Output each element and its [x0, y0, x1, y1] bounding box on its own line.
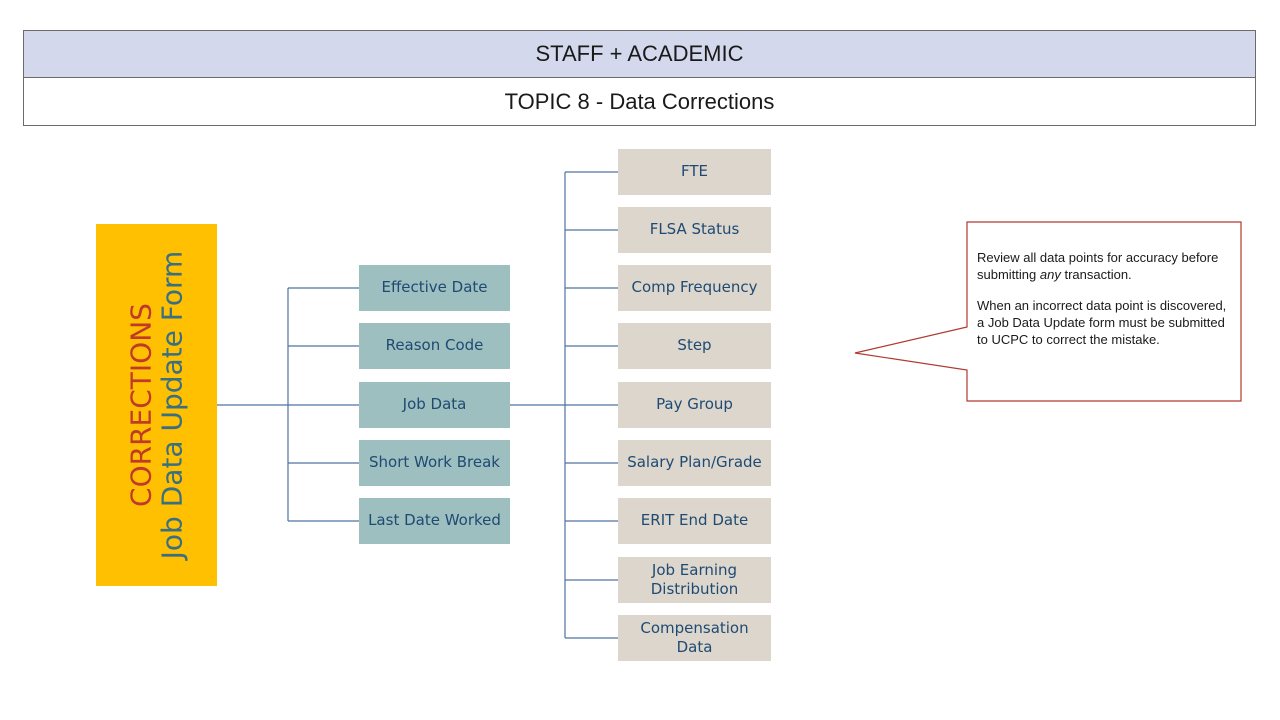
level2-node: Compensation Data: [618, 615, 771, 661]
root-subtitle: Job Data Update Form: [155, 250, 189, 560]
callout-paragraph-1: Review all data points for accuracy befo…: [977, 250, 1219, 282]
header-title: STAFF + ACADEMIC: [23, 30, 1256, 78]
level1-node: Short Work Break: [359, 440, 510, 486]
level2-node: FLSA Status: [618, 207, 771, 253]
header-subtitle: TOPIC 8 - Data Corrections: [23, 77, 1256, 126]
level2-node: FTE: [618, 149, 771, 195]
level2-node: Pay Group: [618, 382, 771, 428]
callout-paragraph-2: When an incorrect data point is discover…: [977, 297, 1227, 347]
root-title: CORRECTIONS: [124, 303, 158, 507]
level2-node: Job Earning Distribution: [618, 557, 771, 603]
level1-node: Reason Code: [359, 323, 510, 369]
root-node: CORRECTIONS Job Data Update Form: [96, 224, 217, 586]
level2-node: Comp Frequency: [618, 265, 771, 311]
callout-shape: [854, 221, 1242, 402]
level2-node: ERIT End Date: [618, 498, 771, 544]
level2-node: Step: [618, 323, 771, 369]
callout-note: Review all data points for accuracy befo…: [977, 250, 1232, 362]
level1-node: Job Data: [359, 382, 510, 428]
level1-node: Effective Date: [359, 265, 510, 311]
level1-node: Last Date Worked: [359, 498, 510, 544]
level2-node: Salary Plan/Grade: [618, 440, 771, 486]
